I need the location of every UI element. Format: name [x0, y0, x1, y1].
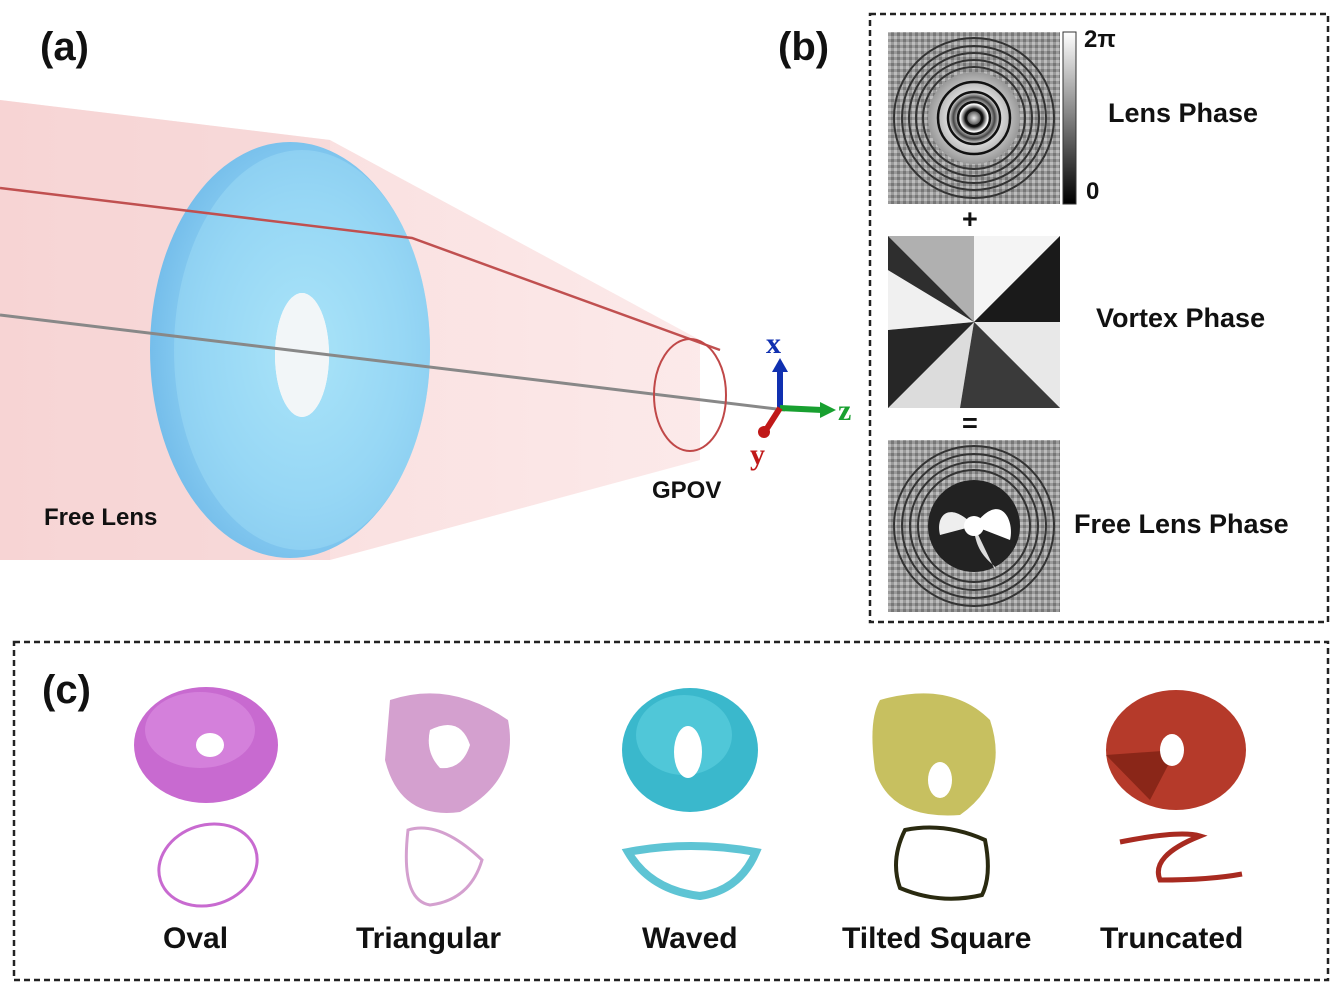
triangular-torus — [385, 693, 510, 813]
free-lens-label: Free Lens — [44, 504, 158, 531]
colorbar-max-label: 2π — [1084, 26, 1116, 53]
tilted-square-curve — [894, 825, 990, 901]
panel-b-label: (b) — [778, 25, 830, 69]
truncated-torus — [1106, 690, 1246, 810]
colorbar — [1062, 31, 1077, 205]
axis-x-label: x — [766, 327, 781, 360]
gpov-ring — [653, 338, 727, 452]
shape-label-waved: Waved — [642, 922, 738, 955]
vortex-phase-label: Vortex Phase — [1096, 303, 1266, 333]
oval-curve — [157, 822, 259, 908]
gpov-label: GPOV — [652, 477, 722, 504]
free-lens-phase-image — [888, 440, 1060, 612]
waved-torus — [622, 688, 758, 812]
shape-label-oval: Oval — [163, 922, 229, 955]
axis-triad — [758, 358, 836, 438]
plus-sign: + — [962, 204, 978, 234]
triangular-curve — [404, 826, 484, 907]
shape-label-truncated: Truncated — [1100, 922, 1244, 955]
lens-phase-label: Lens Phase — [1108, 98, 1259, 128]
colorbar-min-label: 0 — [1086, 178, 1100, 205]
axis-y-label: y — [750, 438, 765, 471]
truncated-curve — [1119, 831, 1243, 883]
panel-b-border — [868, 12, 1330, 624]
panel-c-label: (c) — [42, 668, 91, 712]
vortex-phase-image — [888, 236, 1060, 408]
lens-phase-image — [888, 32, 1060, 204]
equals-sign: = — [962, 408, 978, 438]
shape-label-triangular: Triangular — [356, 922, 502, 955]
panel-c-border — [12, 640, 1330, 982]
shape-label-tilted-square: Tilted Square — [842, 922, 1032, 955]
oval-torus — [134, 687, 278, 803]
panel-a-label: (a) — [40, 25, 89, 69]
free-lens-phase-label: Free Lens Phase — [1074, 509, 1289, 539]
axis-z-label: z — [838, 394, 852, 427]
waved-curve — [621, 842, 762, 901]
tilted-square-torus — [872, 693, 996, 816]
